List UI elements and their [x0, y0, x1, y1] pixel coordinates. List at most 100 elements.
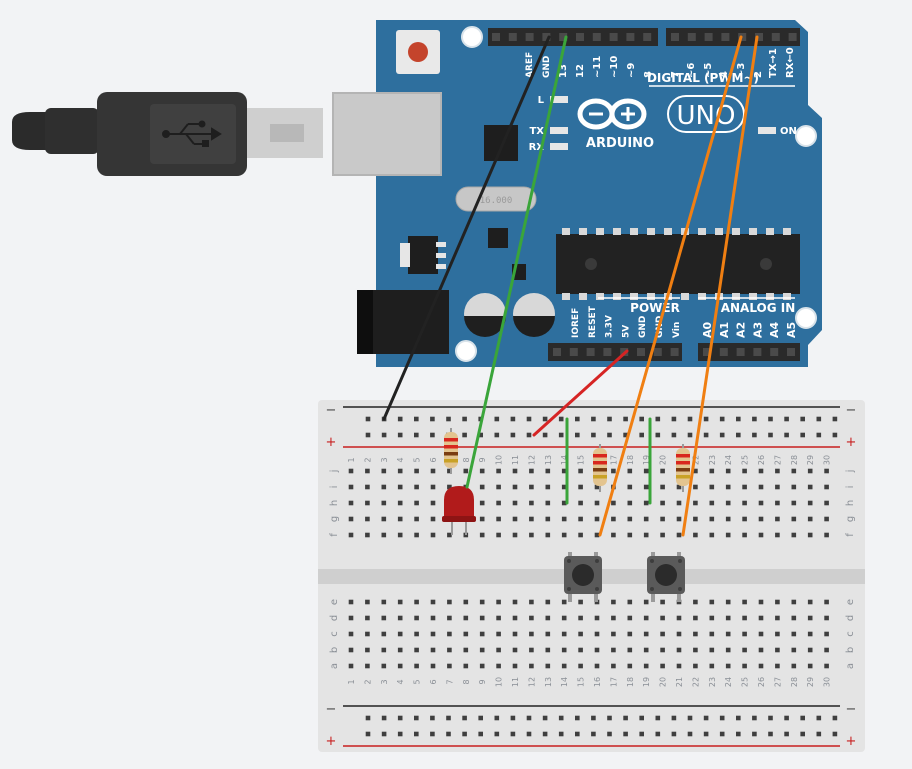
breadboard-hole[interactable]: [545, 468, 551, 474]
breadboard-hole[interactable]: [676, 484, 682, 490]
rail-hole[interactable]: [575, 715, 580, 721]
breadboard-hole[interactable]: [643, 647, 649, 653]
breadboard-hole[interactable]: [627, 647, 633, 653]
breadboard-hole[interactable]: [807, 500, 813, 506]
breadboard-hole[interactable]: [709, 468, 715, 474]
rail-hole[interactable]: [816, 731, 822, 737]
breadboard-hole[interactable]: [381, 647, 387, 653]
rail-hole[interactable]: [607, 715, 612, 721]
breadboard-hole[interactable]: [397, 516, 403, 522]
breadboard-hole[interactable]: [660, 500, 665, 506]
breadboard-hole[interactable]: [627, 532, 633, 538]
breadboard-hole[interactable]: [627, 468, 633, 474]
breadboard-hole[interactable]: [594, 516, 600, 522]
rail-hole[interactable]: [800, 731, 805, 737]
header-pin[interactable]: [670, 348, 679, 356]
red-led[interactable]: [442, 486, 476, 535]
breadboard-hole[interactable]: [709, 484, 715, 490]
pushbutton[interactable]: [564, 552, 602, 602]
breadboard-hole[interactable]: [447, 599, 452, 605]
rail-hole[interactable]: [752, 731, 757, 737]
breadboard-hole[interactable]: [348, 500, 354, 506]
breadboard-hole[interactable]: [381, 532, 387, 538]
rail-hole[interactable]: [526, 416, 532, 422]
rail-hole[interactable]: [478, 731, 483, 737]
breadboard-hole[interactable]: [365, 484, 370, 490]
breadboard-hole[interactable]: [381, 631, 387, 637]
breadboard-hole[interactable]: [709, 615, 715, 621]
breadboard-hole[interactable]: [545, 663, 551, 669]
breadboard-hole[interactable]: [824, 599, 829, 605]
breadboard-hole[interactable]: [447, 647, 452, 653]
header-pin[interactable]: [736, 348, 745, 356]
breadboard-hole[interactable]: [775, 599, 780, 605]
breadboard-hole[interactable]: [365, 615, 370, 621]
breadboard-hole[interactable]: [824, 647, 829, 653]
breadboard-hole[interactable]: [660, 468, 665, 474]
breadboard-hole[interactable]: [545, 615, 551, 621]
rail-hole[interactable]: [575, 731, 580, 737]
breadboard-hole[interactable]: [397, 484, 403, 490]
rail-hole[interactable]: [784, 416, 789, 422]
header-pin[interactable]: [721, 33, 730, 41]
breadboard-hole[interactable]: [529, 631, 534, 637]
header-pin[interactable]: [755, 33, 763, 41]
rail-hole[interactable]: [558, 432, 564, 438]
header-pin[interactable]: [704, 33, 713, 41]
breadboard-hole[interactable]: [430, 663, 436, 669]
rail-hole[interactable]: [591, 731, 596, 737]
breadboard-hole[interactable]: [791, 500, 797, 506]
breadboard-hole[interactable]: [676, 663, 682, 669]
breadboard-hole[interactable]: [758, 500, 764, 506]
breadboard-hole[interactable]: [430, 468, 436, 474]
breadboard-hole[interactable]: [775, 468, 780, 474]
breadboard-hole[interactable]: [414, 516, 419, 522]
breadboard-hole[interactable]: [381, 500, 387, 506]
rail-hole[interactable]: [639, 715, 644, 721]
header-pin[interactable]: [508, 33, 517, 41]
rail-hole[interactable]: [623, 432, 628, 438]
breadboard-hole[interactable]: [397, 631, 403, 637]
breadboard-hole[interactable]: [397, 647, 403, 653]
rail-hole[interactable]: [800, 432, 805, 438]
breadboard-hole[interactable]: [529, 500, 534, 506]
breadboard-hole[interactable]: [742, 532, 747, 538]
breadboard-hole[interactable]: [709, 500, 715, 506]
rail-hole[interactable]: [768, 715, 773, 721]
breadboard-hole[interactable]: [594, 615, 600, 621]
rail-hole[interactable]: [607, 731, 612, 737]
breadboard-hole[interactable]: [791, 615, 797, 621]
rail-hole[interactable]: [703, 416, 709, 422]
rail-hole[interactable]: [542, 416, 548, 422]
rail-hole[interactable]: [655, 432, 661, 438]
breadboard-hole[interactable]: [725, 468, 731, 474]
breadboard-hole[interactable]: [430, 631, 436, 637]
rail-hole[interactable]: [607, 416, 612, 422]
rail-hole[interactable]: [800, 416, 805, 422]
header-pin[interactable]: [687, 33, 696, 41]
breadboard-hole[interactable]: [561, 663, 567, 669]
breadboard-hole[interactable]: [594, 500, 600, 506]
breadboard-hole[interactable]: [414, 647, 419, 653]
breadboard-hole[interactable]: [430, 532, 436, 538]
breadboard-hole[interactable]: [742, 516, 747, 522]
rail-hole[interactable]: [623, 715, 628, 721]
breadboard-hole[interactable]: [643, 532, 649, 538]
breadboard-hole[interactable]: [348, 599, 354, 605]
rail-hole[interactable]: [623, 416, 628, 422]
breadboard-hole[interactable]: [496, 468, 501, 474]
breadboard-hole[interactable]: [479, 599, 485, 605]
breadboard-hole[interactable]: [463, 631, 469, 637]
breadboard-hole[interactable]: [512, 631, 518, 637]
rail-hole[interactable]: [542, 432, 548, 438]
breadboard-hole[interactable]: [578, 663, 583, 669]
rail-hole[interactable]: [671, 731, 677, 737]
breadboard-hole[interactable]: [660, 484, 665, 490]
breadboard-hole[interactable]: [512, 500, 518, 506]
breadboard-hole[interactable]: [463, 468, 469, 474]
breadboard-hole[interactable]: [807, 647, 813, 653]
breadboard-hole[interactable]: [791, 516, 797, 522]
breadboard-hole[interactable]: [348, 647, 354, 653]
breadboard-hole[interactable]: [578, 647, 583, 653]
rail-hole[interactable]: [397, 715, 403, 721]
